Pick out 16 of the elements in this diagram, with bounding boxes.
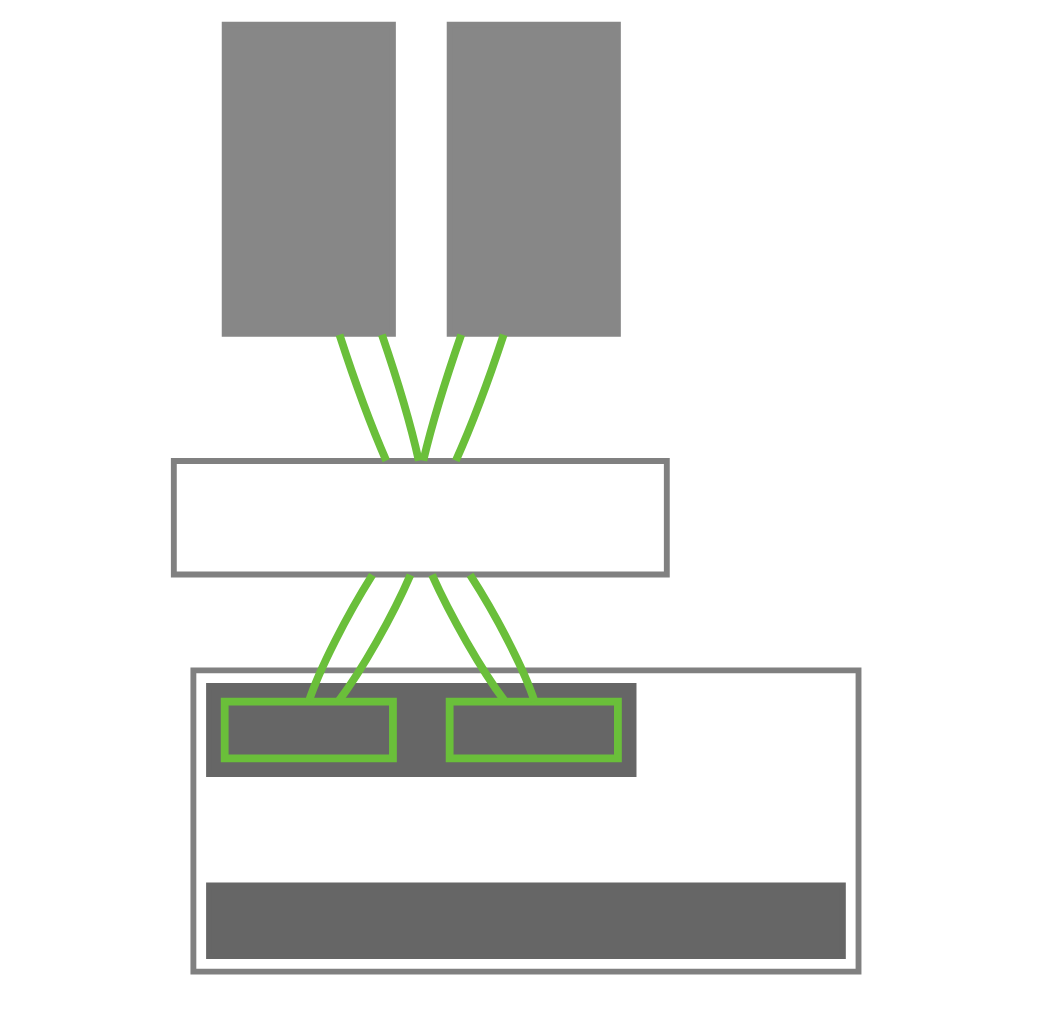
connector bbox=[428, 573, 508, 704]
cluster bbox=[190, 667, 862, 975]
node-box bbox=[206, 882, 846, 959]
connector bbox=[305, 572, 376, 703]
connector bbox=[419, 333, 465, 462]
connector bbox=[466, 572, 539, 703]
node-box bbox=[220, 697, 397, 763]
connector bbox=[378, 333, 423, 462]
connector bbox=[335, 333, 390, 463]
connector bbox=[335, 573, 414, 704]
node-box bbox=[446, 21, 621, 337]
node-box bbox=[170, 458, 670, 578]
connector bbox=[452, 333, 508, 463]
cluster bbox=[206, 683, 637, 777]
node-box bbox=[445, 697, 622, 763]
node-box bbox=[221, 21, 396, 337]
